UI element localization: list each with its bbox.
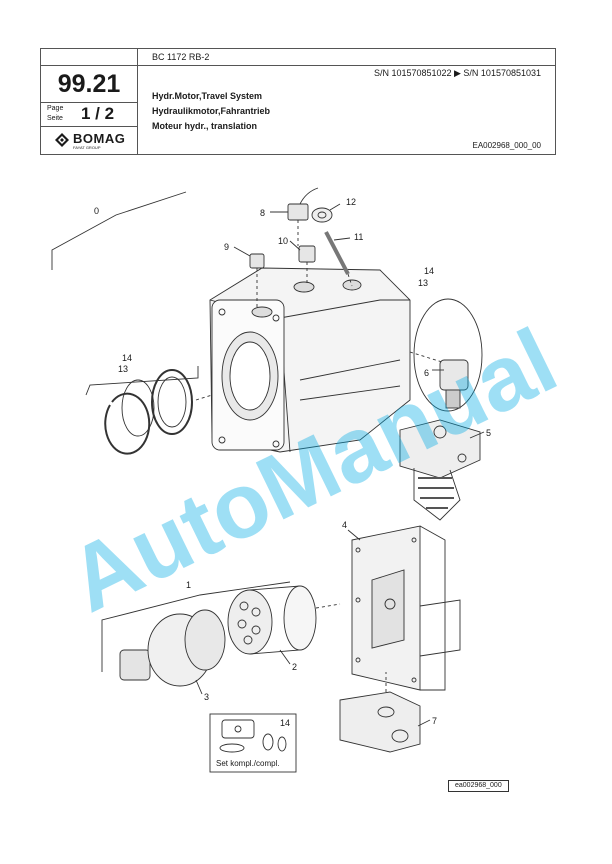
- page-number: 1 / 2: [81, 104, 115, 123]
- callout-6: 6: [424, 368, 429, 378]
- plug-10: [298, 245, 316, 284]
- group-bracket-1: [101, 581, 291, 672]
- callout-14-left: 14: [122, 353, 132, 363]
- callout-7: 7: [432, 716, 437, 726]
- valve-block-7: [339, 672, 421, 753]
- callout-0: 0: [94, 206, 99, 216]
- callout-12: 12: [346, 197, 356, 207]
- page-indicator: Page Seite 1 / 2: [41, 102, 137, 127]
- serial-range: S/N 101570851022 ▶ S/N 101570851031: [373, 68, 541, 78]
- callout-11: 11: [354, 232, 363, 242]
- callout-8: 8: [260, 208, 265, 218]
- valve-6: [409, 351, 469, 409]
- callout-1: 1: [186, 580, 191, 590]
- port-plate-4: [351, 525, 461, 691]
- part-titles: Hydr.Motor,Travel System Hydraulikmotor,…: [152, 89, 270, 134]
- cylinder-block-2: [227, 585, 341, 655]
- seal-kit-caption: Set kompl./compl.: [216, 759, 280, 768]
- snap-rings-13-14: [85, 366, 213, 455]
- motor-housing: [209, 267, 411, 453]
- reference-code: ea002968_000: [448, 780, 509, 792]
- drive-shaft-3: [119, 609, 226, 687]
- callout-10: 10: [278, 236, 288, 246]
- document-code: EA002968_000_00: [472, 141, 541, 150]
- exploded-parts-drawing: 0 1 2 3 4 5 6 7 8 9 10 11 12 13 14 13 14…: [51, 187, 491, 773]
- group-bracket-0: [51, 191, 187, 270]
- callout-9: 9: [224, 242, 229, 252]
- callout-2: 2: [292, 662, 297, 672]
- title-en: Hydr.Motor,Travel System: [152, 91, 263, 101]
- model-name: BC 1172 RB-2: [138, 49, 555, 66]
- seal-ring-12: [311, 207, 333, 223]
- spring-11: [324, 231, 353, 287]
- seal-kit-box: [209, 713, 297, 773]
- title-fr: Moteur hydr., translation: [152, 121, 258, 131]
- callout-5: 5: [486, 428, 491, 438]
- valve-block-5: [399, 419, 481, 521]
- bomag-logo: BOMAG FAYAT GROUP: [41, 127, 137, 154]
- callout-13-left: 13: [118, 364, 128, 374]
- page-label: Page Seite: [47, 104, 63, 124]
- page-label-en: Page: [47, 105, 64, 112]
- title-block-left: 99.21 Page Seite 1 / 2 BOMAG FAYAT GROUP: [41, 49, 138, 154]
- group-number: 99.21: [41, 65, 137, 103]
- callout-13-right: 13: [418, 278, 428, 288]
- title-block-right: BC 1172 RB-2 S/N 101570851022 ▶ S/N 1015…: [138, 49, 555, 154]
- seal-kit-number: 14: [280, 718, 290, 728]
- logo-wordmark: BOMAG: [73, 131, 126, 146]
- callout-3: 3: [204, 692, 209, 702]
- o-ring-13: [413, 298, 483, 412]
- logo-subtitle: FAYAT GROUP: [73, 145, 101, 150]
- title-de: Hydraulikmotor,Fahrantrieb: [152, 106, 271, 116]
- page-label-de: Seite: [47, 115, 63, 122]
- callout-14-right: 14: [424, 266, 434, 276]
- bomag-diamond-icon: [55, 133, 69, 147]
- title-block: 99.21 Page Seite 1 / 2 BOMAG FAYAT GROUP…: [40, 48, 556, 155]
- plug-9: [249, 253, 265, 310]
- callout-4: 4: [342, 520, 347, 530]
